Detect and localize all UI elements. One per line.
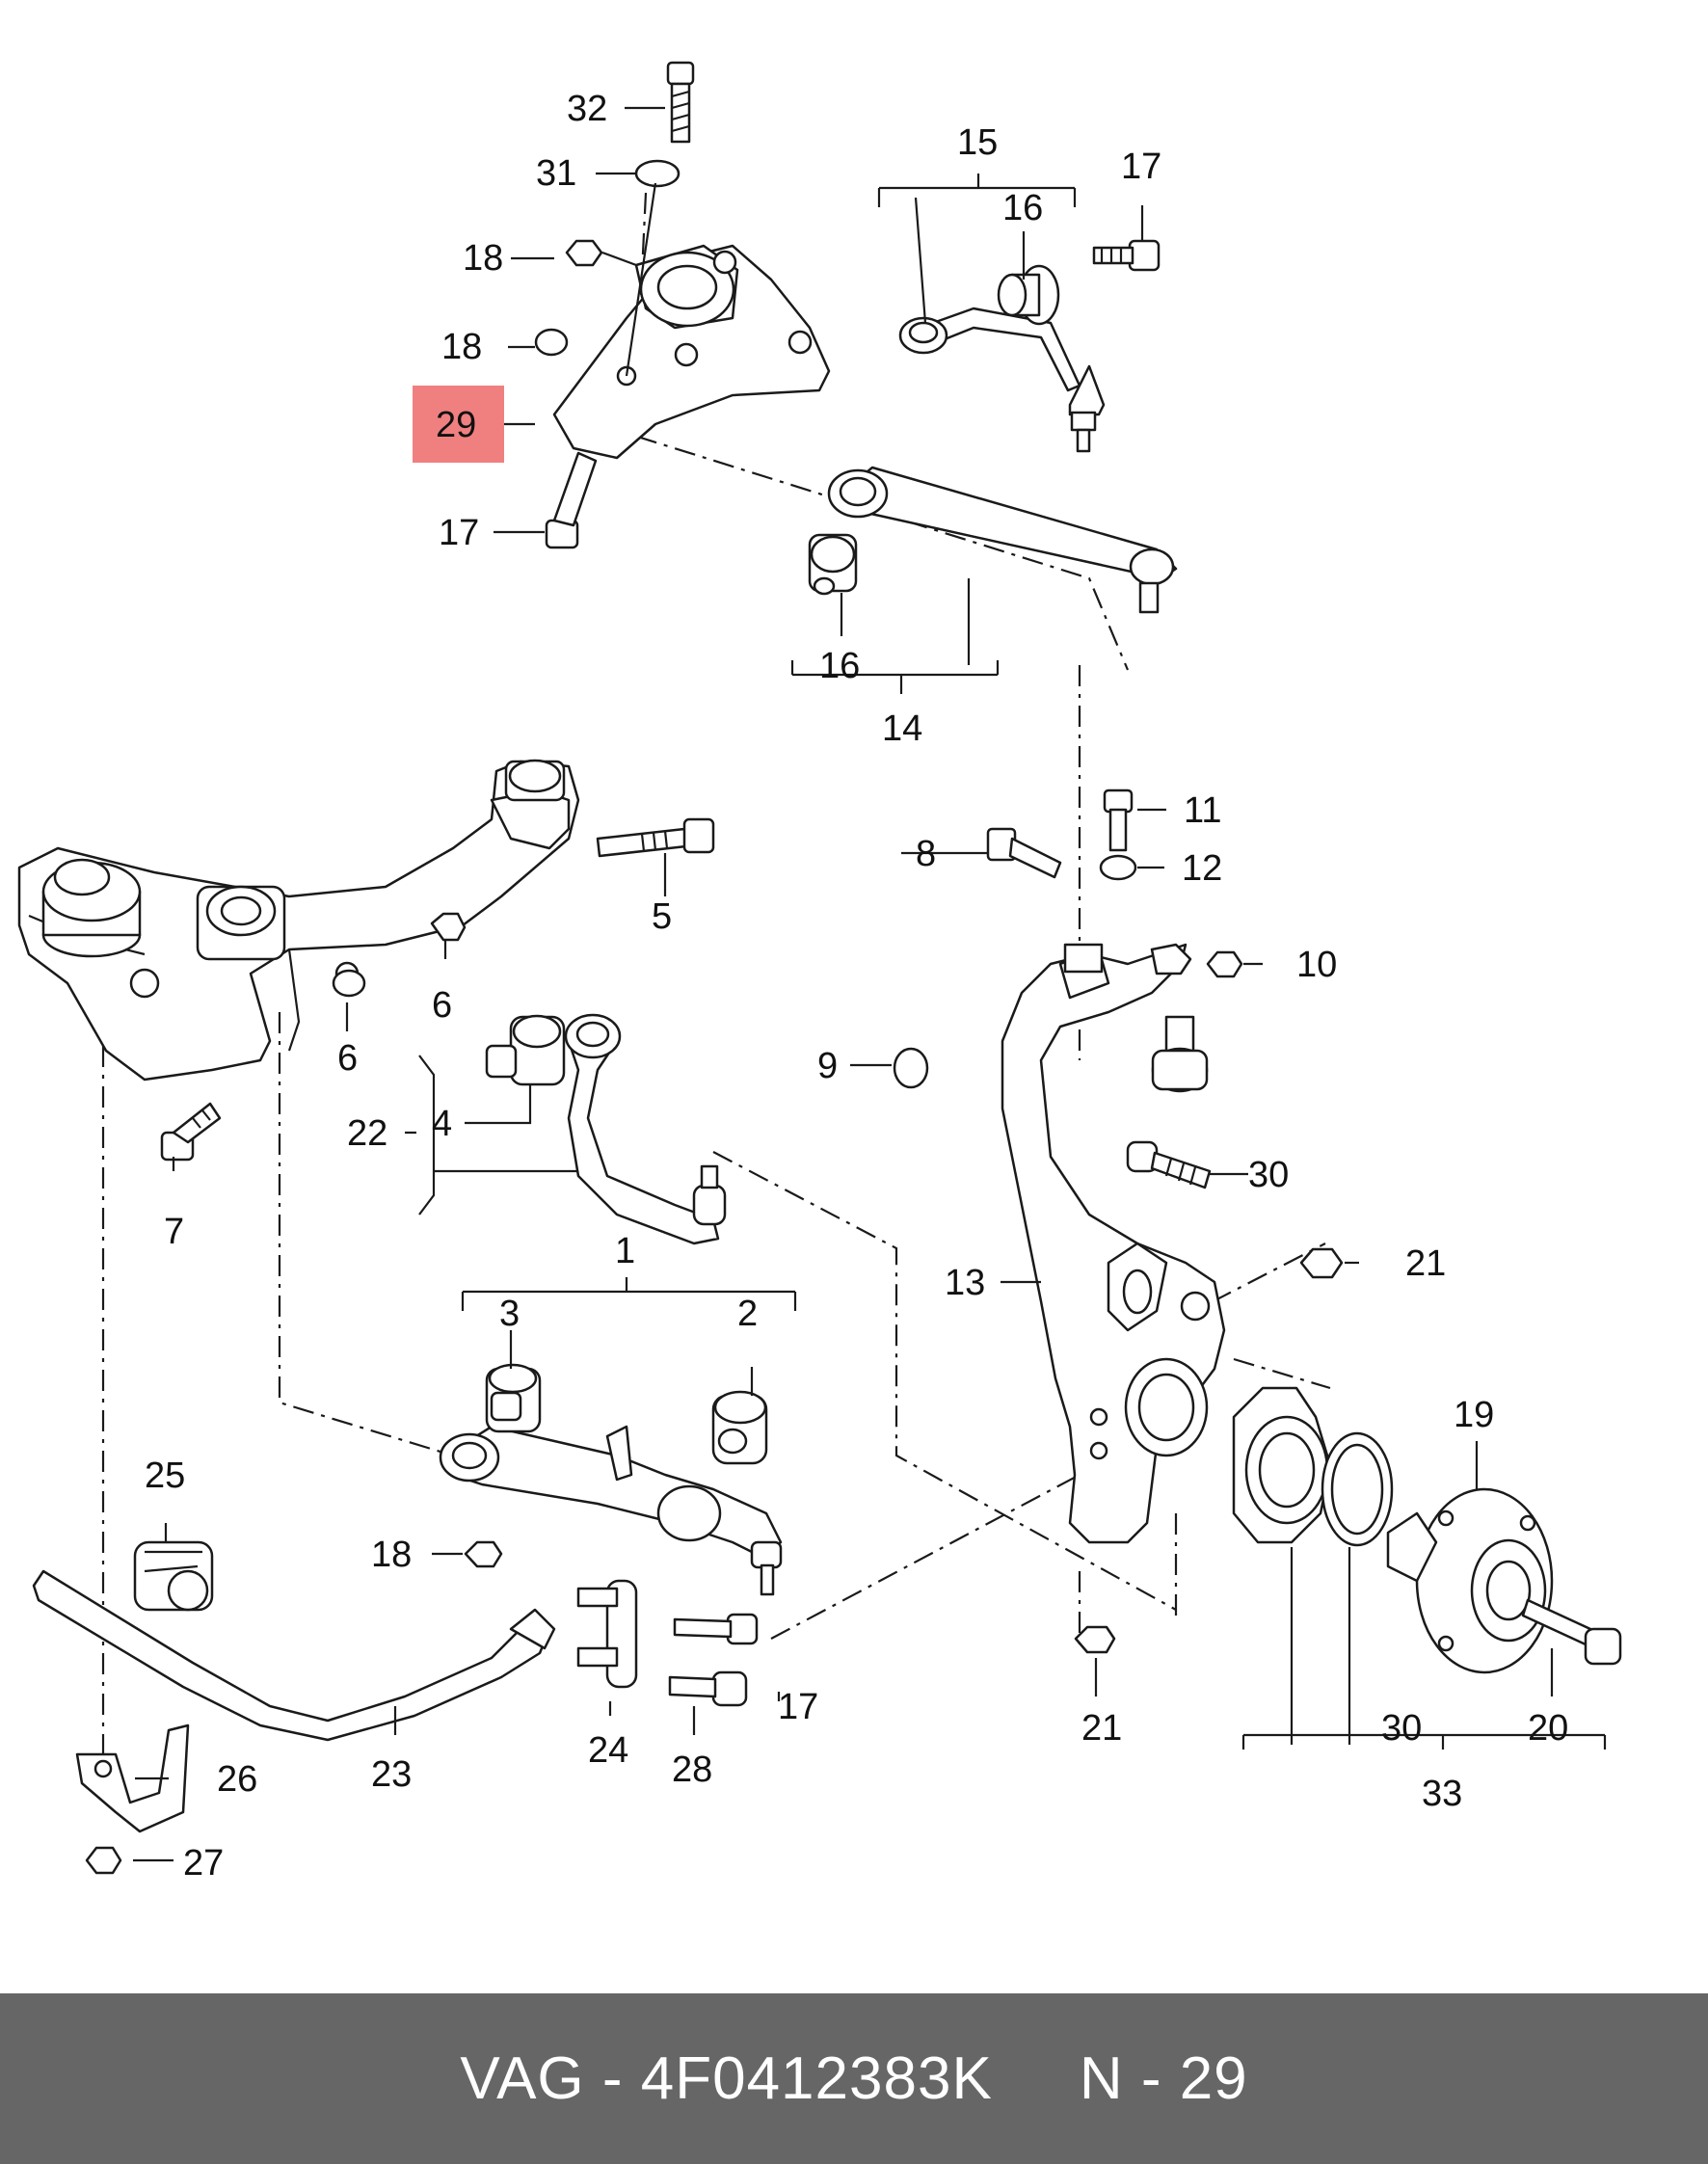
bushing-4: [485, 1014, 566, 1086]
bushing-3: [485, 1363, 542, 1433]
callout-33: 33: [1422, 1774, 1462, 1814]
bolt-17-upper: [1092, 239, 1161, 272]
nut-6-upper: [430, 912, 467, 942]
callout-16-upper: 16: [1002, 188, 1043, 228]
callout-23: 23: [371, 1754, 412, 1795]
bushing-25: [133, 1540, 214, 1612]
callout-13: 13: [945, 1263, 985, 1303]
suspension-exploded-diagram: 32 31 18 18 29 17 15 16 17 16 14 5 6 6 7…: [17, 61, 1622, 1883]
callout-21-right: 21: [1405, 1243, 1446, 1284]
bolt-8: [986, 827, 1062, 879]
callout-21-lower: 21: [1081, 1708, 1122, 1749]
coupling-rod-24: [576, 1579, 638, 1689]
callout-labels: 32 31 18 18 29 17 15 16 17 16 14 5 6 6 7…: [145, 89, 1568, 1883]
steering-knuckle-13: [1001, 943, 1226, 1544]
callout-2: 2: [737, 1294, 758, 1334]
callout-28: 28: [672, 1750, 712, 1790]
ball-joint: [1151, 1015, 1209, 1093]
washer-12: [1099, 854, 1137, 881]
callout-11: 11: [1184, 790, 1221, 831]
callout-9: 9: [817, 1046, 838, 1086]
nut-18-lower: [464, 1540, 503, 1568]
bushing-2: [711, 1390, 768, 1465]
callout-6-right: 6: [432, 985, 452, 1026]
callout-3: 3: [499, 1294, 520, 1334]
callout-16-lower: 16: [819, 646, 860, 686]
callout-25: 25: [145, 1456, 185, 1496]
bushing-16-lower: [808, 533, 858, 596]
upper-arm-15: [898, 307, 1106, 453]
callout-6-left: 6: [337, 1038, 358, 1079]
callout-18-top: 18: [463, 238, 503, 279]
callout-1: 1: [615, 1231, 635, 1271]
upper-arm-mount-29: [552, 244, 831, 460]
nut-27: [85, 1846, 122, 1875]
diagram-number-text: N - 29: [1079, 2045, 1248, 2112]
callout-32: 32: [567, 89, 607, 129]
callout-7: 7: [164, 1212, 184, 1252]
callout-18-mid: 18: [441, 327, 482, 367]
nut-21-lower: [1074, 1625, 1116, 1654]
part-number-text: VAG - 4F0412383K: [460, 2045, 993, 2112]
bolt-28-upper: [673, 1613, 759, 1645]
bolt-30-upper: [1126, 1140, 1212, 1189]
bolt-32: [666, 61, 695, 144]
callout-30-upper: 30: [1248, 1155, 1289, 1195]
stabilizer-bar-23: [32, 1569, 556, 1742]
bolt-20: [1521, 1598, 1622, 1666]
circlip-30: [1321, 1431, 1394, 1547]
upper-arm-14: [827, 466, 1178, 614]
bolt-17-lower: [545, 451, 598, 549]
callout-17-lower: 17: [778, 1687, 818, 1727]
nut-9: [893, 1047, 929, 1089]
callout-15: 15: [957, 122, 998, 163]
callout-5: 5: [652, 896, 672, 937]
wheel-hub-19: [1386, 1487, 1554, 1674]
clamp-26: [75, 1723, 190, 1833]
bolt-5: [596, 817, 715, 858]
highlight-box-29: [413, 386, 504, 463]
lower-arm-4: [564, 1013, 727, 1245]
nut-18-mid: [534, 328, 569, 357]
bolt-11: [1103, 788, 1134, 852]
callout-17-left: 17: [439, 513, 479, 553]
nut-21-right: [1299, 1247, 1344, 1279]
callout-27: 27: [183, 1843, 224, 1883]
callout-8: 8: [916, 834, 936, 874]
callout-4: 4: [432, 1104, 452, 1144]
washer-31: [634, 159, 681, 188]
bolt-7: [160, 1102, 222, 1162]
callout-22: 22: [347, 1113, 387, 1154]
bolt-28-lower: [668, 1670, 748, 1707]
bushing-16-upper: [997, 264, 1060, 326]
leader-lines: [133, 106, 1607, 1862]
nut-6-lower: [332, 969, 366, 998]
callout-12: 12: [1182, 848, 1222, 889]
callout-20: 20: [1528, 1708, 1568, 1749]
callout-30-lower: 30: [1381, 1708, 1422, 1749]
lower-arm-1: [439, 1425, 783, 1596]
subframe: [17, 759, 580, 1082]
part-number-footer: VAG - 4F0412383K N - 29: [0, 1993, 1708, 2164]
callout-19: 19: [1454, 1395, 1494, 1435]
callout-31: 31: [536, 153, 576, 194]
nut-18-top: [565, 239, 603, 267]
callout-14: 14: [882, 708, 922, 749]
callout-17-upper: 17: [1121, 147, 1161, 187]
callout-29: 29: [436, 405, 476, 445]
nut-10: [1206, 950, 1243, 978]
callout-18-lower: 18: [371, 1535, 412, 1575]
callout-26: 26: [217, 1759, 257, 1800]
callout-10: 10: [1296, 945, 1337, 985]
callout-24: 24: [588, 1730, 628, 1771]
bearing-33: [1232, 1386, 1332, 1544]
